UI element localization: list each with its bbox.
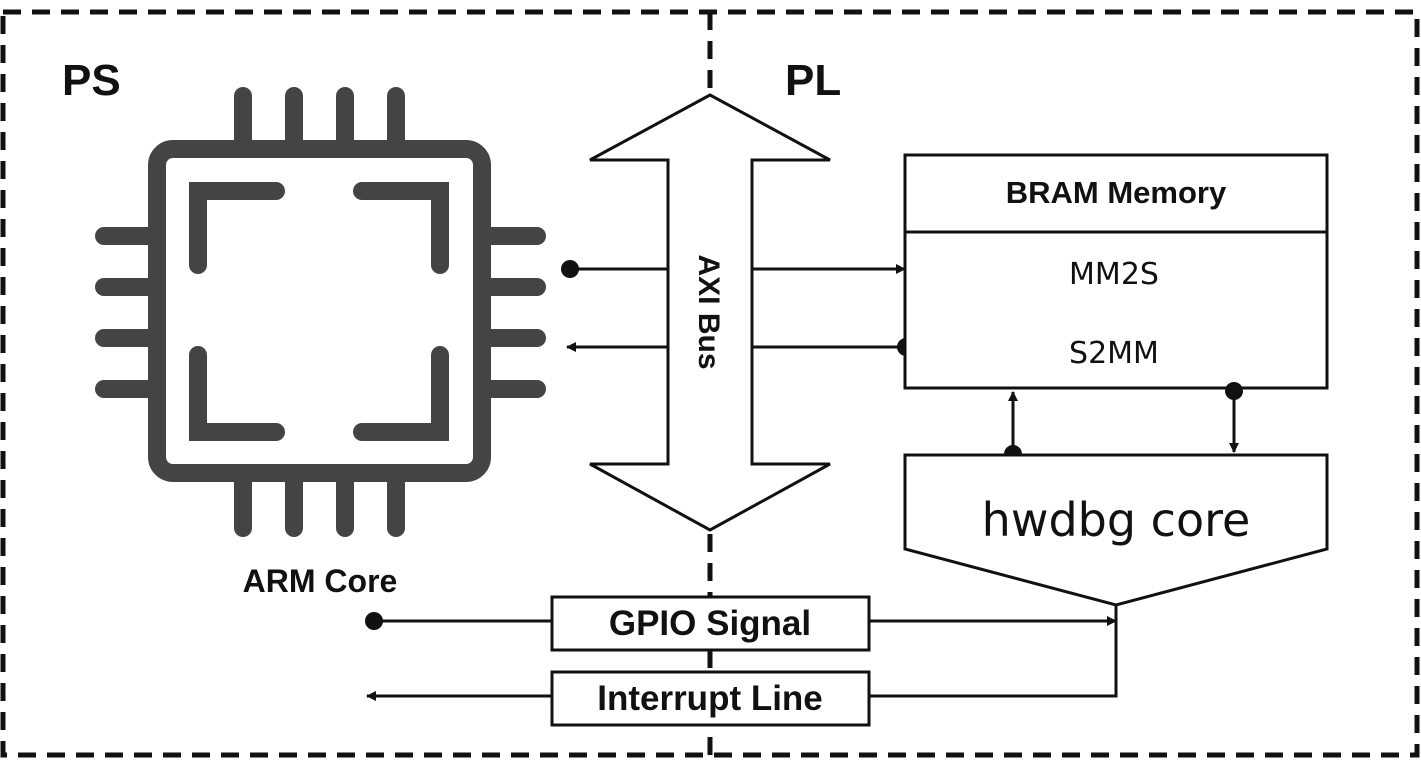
cpu-to-bus-dot (561, 260, 579, 278)
ps-region-label: PS (62, 56, 121, 105)
hwdbg-core-block (903, 453, 1329, 607)
gpio-start-dot (365, 612, 383, 630)
bram-memory-block (903, 153, 1329, 390)
interrupt-connector (869, 605, 1118, 698)
bram-to-hwdbg-dot (1225, 382, 1243, 400)
bram-mm2s-label: MM2S (1069, 257, 1159, 292)
gpio-signal-label: GPIO Signal (609, 604, 811, 643)
cpu-chip-icon (95, 87, 546, 537)
bram-s2mm-label: S2MM (1069, 336, 1159, 371)
hwdbg-core-label: hwdbg core (982, 493, 1251, 547)
gpio-signal-box (550, 595, 871, 652)
interrupt-line-label: Interrupt Line (597, 679, 823, 718)
cpu-label: ARM Core (243, 563, 398, 599)
axi-bus-label: AXI Bus (692, 254, 725, 369)
bram-title: BRAM Memory (1006, 175, 1227, 210)
pl-region-label: PL (785, 56, 841, 105)
interrupt-line-box (550, 670, 871, 727)
axi-bus-arrow (589, 93, 831, 532)
